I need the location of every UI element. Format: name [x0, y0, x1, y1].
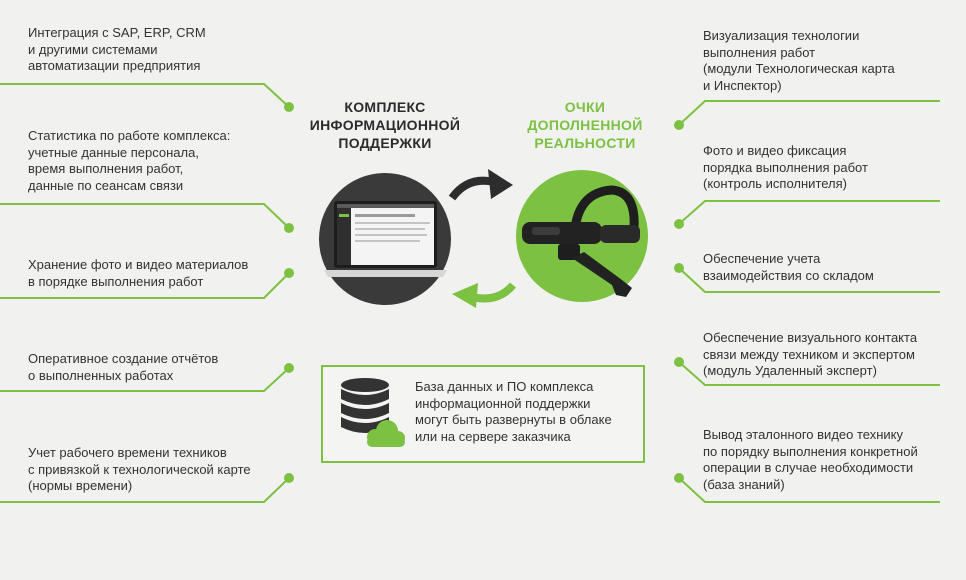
connector-right-5	[678, 477, 940, 503]
right-item-1: Визуализация технологии выполнения работ…	[703, 28, 895, 93]
connector-right-4	[678, 361, 940, 386]
dot-left-1	[284, 102, 294, 112]
dot-right-2	[674, 219, 684, 229]
database-info-text: База данных и ПО комплекса информационно…	[415, 379, 612, 444]
left-center-title: КОМПЛЕКС ИНФОРМАЦИОННОЙ ПОДДЕРЖКИ	[309, 99, 461, 151]
connector-right-1	[678, 100, 940, 126]
connector-left-4	[0, 367, 290, 392]
dot-left-5	[284, 473, 294, 483]
dot-right-4	[674, 357, 684, 367]
connector-right-3	[678, 267, 940, 293]
laptop-icon	[324, 201, 447, 277]
dot-right-1	[674, 120, 684, 130]
arrow-left-icon	[452, 282, 517, 308]
dot-left-3	[284, 268, 294, 278]
left-item-4: Оперативное создание отчётов о выполненн…	[28, 351, 219, 383]
connector-right-2	[678, 200, 940, 225]
dot-left-4	[284, 363, 294, 373]
left-item-2: Статистика по работе комплекса: учетные …	[28, 128, 231, 193]
connector-left-1	[0, 83, 290, 108]
database-info-box: База данных и ПО комплекса информационно…	[321, 365, 645, 463]
connector-left-3	[0, 272, 290, 299]
left-item-3: Хранение фото и видео материалов в поряд…	[28, 257, 249, 289]
right-center-title: ОЧКИ ДОПОЛНЕННОЙ РЕАЛЬНОСТИ	[527, 99, 643, 151]
ar-glasses-icon	[522, 185, 640, 297]
left-item-5: Учет рабочего времени техников с привязк…	[28, 445, 251, 493]
database-cloud-icon	[341, 378, 405, 447]
right-item-2: Фото и видео фиксация порядка выполнения…	[703, 143, 868, 191]
dot-right-5	[674, 473, 684, 483]
connector-left-2	[0, 203, 290, 229]
connector-left-5	[0, 477, 290, 503]
arrow-right-icon	[448, 169, 513, 201]
right-item-3: Обеспечение учета взаимодействия со скла…	[703, 251, 874, 283]
right-item-5: Вывод эталонного видео технику по порядк…	[703, 427, 918, 492]
dot-left-2	[284, 223, 294, 233]
left-item-1: Интеграция с SAP, ERP, CRM и другими сис…	[28, 25, 206, 73]
dot-right-3	[674, 263, 684, 273]
right-item-4: Обеспечение визуального контакта связи м…	[703, 330, 918, 378]
